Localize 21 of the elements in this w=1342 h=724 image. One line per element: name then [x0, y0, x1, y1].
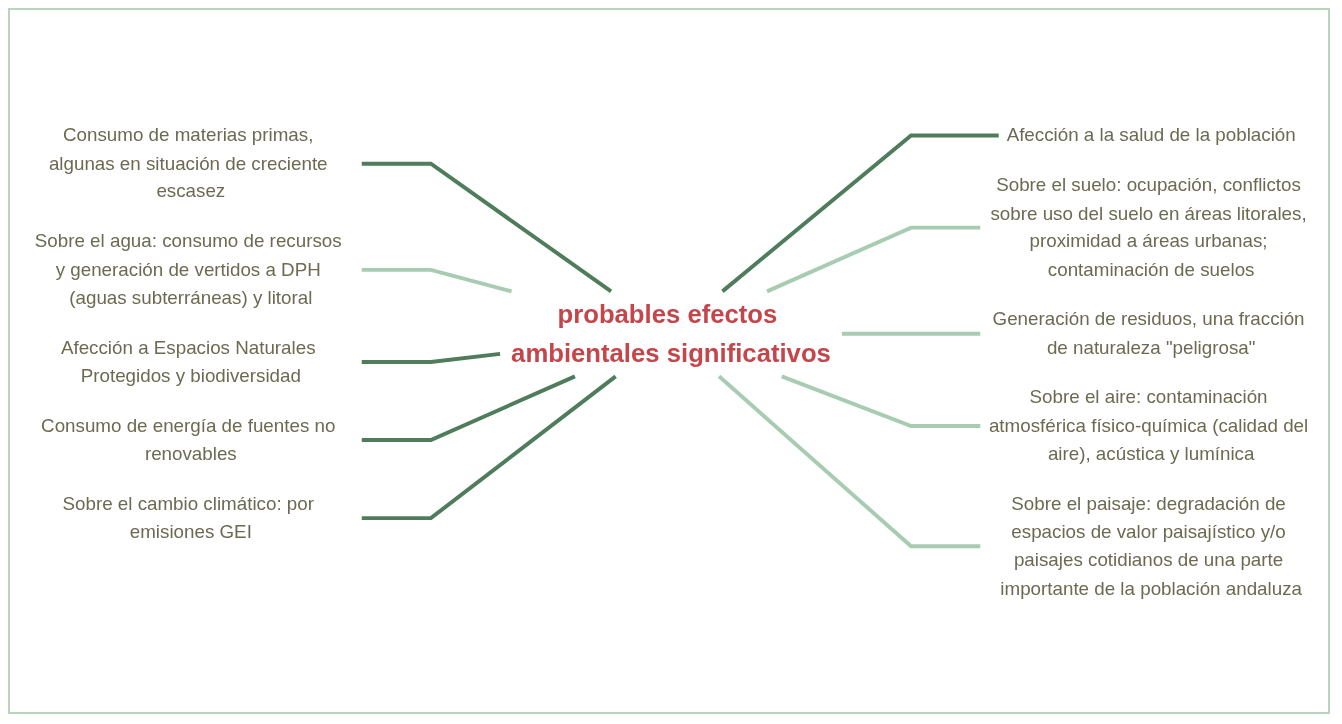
connector: [721, 133, 999, 293]
connector: [361, 267, 513, 294]
node-text: Afección a la salud de la población: [1006, 124, 1296, 146]
connector: [766, 225, 981, 294]
node-text: Consumo de energía de fuentes no renovables: [41, 414, 336, 464]
connector: [717, 374, 981, 549]
connector: [361, 374, 576, 443]
node-text: Sobre el paisaje: degradación de espacios de valor paisajístico y/o paisajes cotidianos de una parte importante de la población andaluza: [1000, 492, 1302, 599]
node-text: probables efectos ambientales significativos: [511, 299, 831, 368]
node-text: Consumo de materias primas, algunas en situación de creciente escasez: [48, 124, 328, 202]
connector: [361, 374, 617, 521]
node-text: Sobre el agua: consumo de recursos y generación de vertidos a DPH (aguas subterráneas) y litoral: [34, 230, 342, 308]
connector: [841, 331, 981, 336]
node-text: Sobre el aire: contaminación atmosférica físico-química (calidad del aire), acústica y lumínica: [988, 386, 1309, 464]
connector: [781, 374, 981, 428]
node-text: Sobre el cambio climático: por emisiones GEI: [62, 492, 314, 542]
node-text: Generación de residuos, una fracción de naturaleza "peligrosa": [992, 308, 1305, 358]
node-text: Afección a Espacios Naturales Protegidos y biodiversidad: [60, 336, 316, 386]
connector: [361, 161, 613, 293]
node-text: Sobre el suelo: ocupación, conflictos sobre uso del suelo en áreas litorales, proximidad a áreas urbanas; contaminación de suelos: [990, 174, 1307, 280]
connector: [361, 351, 501, 364]
